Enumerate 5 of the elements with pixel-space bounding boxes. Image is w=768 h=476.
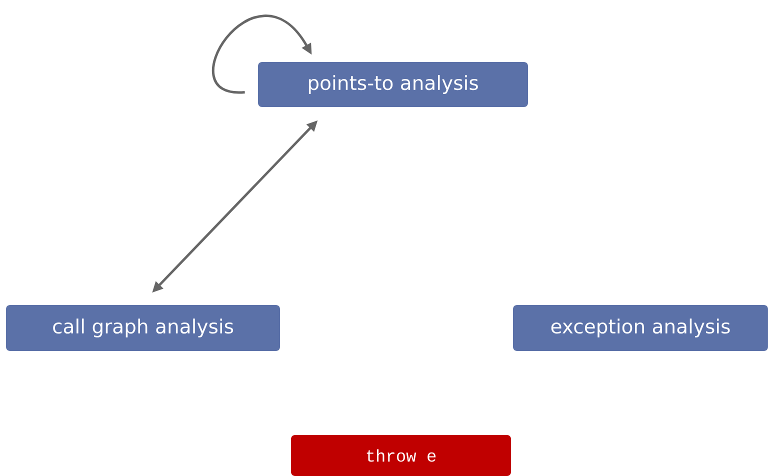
analysis-box: call graph analysis bbox=[6, 305, 280, 351]
loop-arrow bbox=[212, 14, 312, 94]
analysis-box: exception analysis bbox=[513, 305, 768, 351]
code-box: throw e bbox=[291, 435, 511, 476]
analysis-box: points-to analysis bbox=[258, 62, 528, 107]
